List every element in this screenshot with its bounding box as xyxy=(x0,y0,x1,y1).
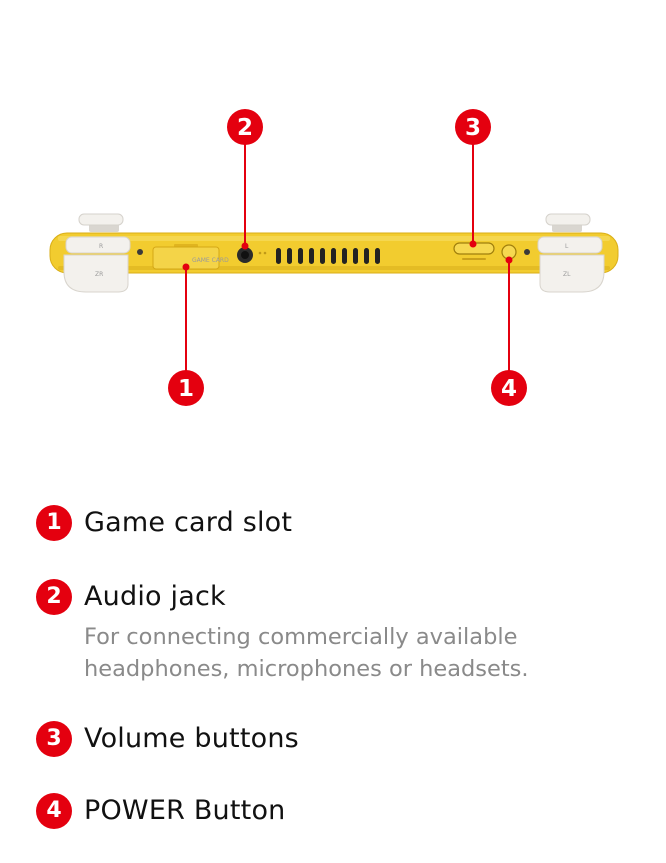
svg-text:1: 1 xyxy=(178,376,194,402)
game-card-slot-label: GAME CARD xyxy=(192,257,229,264)
legend-badge-1: 1 xyxy=(36,505,72,541)
svg-text:3: 3 xyxy=(465,115,481,141)
audio-jack xyxy=(237,247,267,263)
legend-title-1: Game card slot xyxy=(84,507,293,538)
callout-badge-1: 1 xyxy=(168,370,204,406)
legend-title-4: POWER Button xyxy=(84,795,286,826)
left-thumbstick xyxy=(78,213,124,232)
legend-badge-3: 3 xyxy=(36,721,72,757)
svg-text:2: 2 xyxy=(237,115,253,141)
right-trigger-label: ZL xyxy=(563,271,571,278)
legend-badge-4: 4 xyxy=(36,793,72,829)
callout-badge-3: 3 xyxy=(455,109,491,145)
right-shoulder-label: L xyxy=(565,243,569,250)
callout-badge-2: 2 xyxy=(227,109,263,145)
left-shoulder-button: R xyxy=(65,236,131,254)
left-trigger-label: ZR xyxy=(95,271,103,278)
right-thumbstick xyxy=(545,213,591,232)
legend-badge-2: 2 xyxy=(36,579,72,615)
callout-badge-4: 4 xyxy=(491,370,527,406)
right-shoulder-button: L xyxy=(537,236,603,254)
device-diagram: R ZR L ZL GAME CARD xyxy=(49,109,619,406)
speaker-grille xyxy=(276,248,380,264)
right-trigger-button: ZL xyxy=(539,254,605,293)
legend-description-2: For connecting commercially available he… xyxy=(84,624,529,682)
legend-title-2: Audio jack xyxy=(84,581,226,612)
svg-text:4: 4 xyxy=(501,376,517,402)
game-card-slot: GAME CARD xyxy=(152,244,229,270)
left-shoulder-label: R xyxy=(99,243,103,250)
left-trigger-button: ZR xyxy=(63,254,129,293)
legend-title-3: Volume buttons xyxy=(84,723,299,754)
